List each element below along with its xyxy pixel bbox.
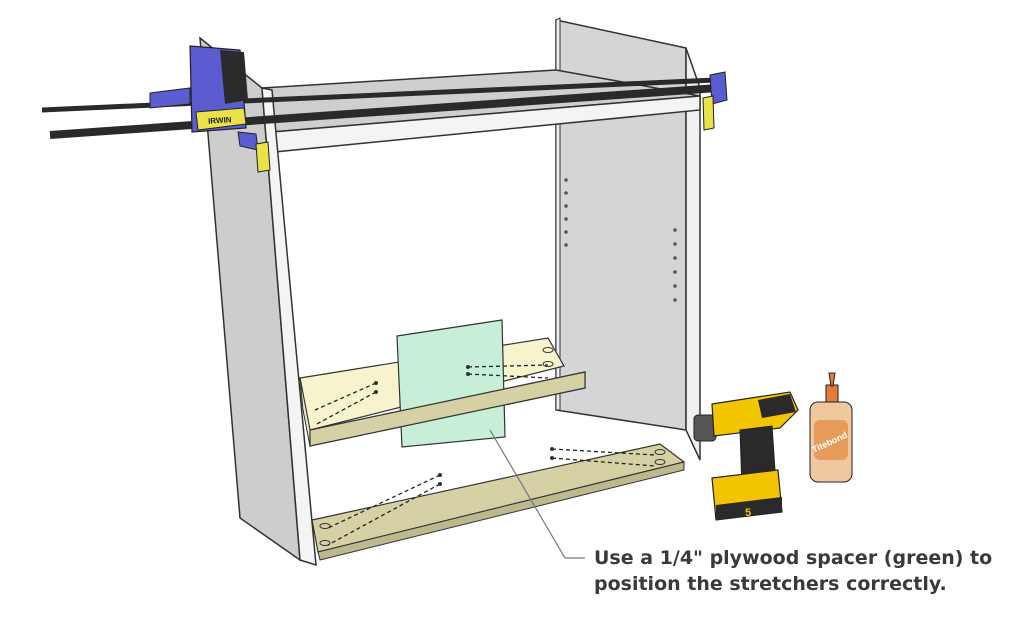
- callout-leader-line: [489, 429, 585, 559]
- screw-guides: [314, 364, 656, 546]
- drill-battery-label: 5: [745, 507, 751, 519]
- bar-clamp: IRWIN: [41, 45, 728, 173]
- clamp-jaw: [702, 71, 728, 131]
- plywood-spacer: [396, 319, 506, 448]
- callout-line-1: Use a 1/4" plywood spacer (green) to: [594, 547, 993, 569]
- upper-stretcher-front: [309, 371, 586, 447]
- cordless-drill: 5: [693, 391, 799, 521]
- clamp-handle: IRWIN: [149, 45, 271, 173]
- lower-stretcher: [311, 443, 686, 561]
- glue-bottle: Titebond: [809, 372, 853, 483]
- clamp-brand-text: IRWIN: [208, 115, 232, 126]
- callout-line-2: position the stretchers correctly.: [594, 573, 947, 595]
- screws: [374, 365, 554, 486]
- clamp-bar: [49, 84, 719, 139]
- right-side-panel: [555, 17, 701, 461]
- instruction-callout: Use a 1/4" plywood spacer (green) to pos…: [594, 545, 1014, 597]
- shelf-pin-holes: [564, 178, 677, 302]
